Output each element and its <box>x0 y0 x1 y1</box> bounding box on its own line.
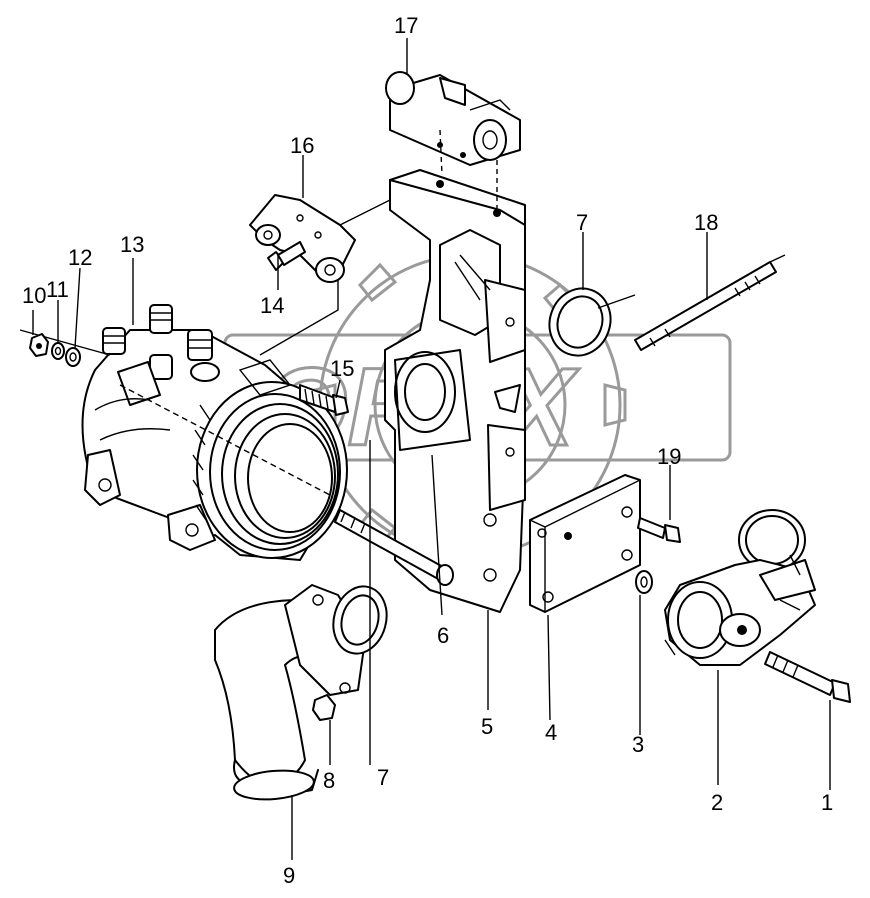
callout-19: 19 <box>657 444 681 469</box>
pipe-elbow-9 <box>214 584 366 801</box>
callout-17: 17 <box>394 13 418 38</box>
washer-11 <box>51 342 65 360</box>
callout-3: 3 <box>632 732 644 757</box>
callout-16: 16 <box>290 133 314 158</box>
washer-12 <box>65 347 81 367</box>
screw-14 <box>267 241 306 271</box>
callout-5: 5 <box>481 714 493 739</box>
callout-8: 8 <box>323 768 335 793</box>
callout-labels: 1 2 3 4 5 6 7 7 8 9 10 11 12 13 14 15 16… <box>22 13 833 888</box>
plate-4 <box>529 474 641 613</box>
bolt-15 <box>299 384 349 416</box>
belt-tensioner-2 <box>664 509 816 666</box>
bolt-19 <box>637 517 681 543</box>
callout-6: 6 <box>437 623 449 648</box>
callout-9: 9 <box>283 863 295 888</box>
washer-3 <box>635 570 653 594</box>
nut-10 <box>29 333 49 357</box>
callout-2: 2 <box>711 790 723 815</box>
callout-18: 18 <box>694 210 718 235</box>
callout-4: 4 <box>545 720 557 745</box>
callout-14: 14 <box>260 293 284 318</box>
callout-13: 13 <box>120 232 144 257</box>
gasket-7-upper <box>548 287 636 357</box>
callout-12: 12 <box>68 245 92 270</box>
gasket-7-lower <box>332 585 388 655</box>
callout-15: 15 <box>330 356 354 381</box>
callout-11: 11 <box>46 277 69 302</box>
callout-1: 1 <box>821 790 833 815</box>
leader-lines <box>32 38 831 860</box>
callout-7-upper: 7 <box>576 210 588 235</box>
callout-10: 10 <box>22 283 46 308</box>
top-bracket-17 <box>385 71 521 210</box>
nut-8 <box>312 694 336 721</box>
mounting-bracket <box>384 169 526 613</box>
stud-18 <box>634 254 786 351</box>
ac-compressor <box>19 304 348 561</box>
small-bracket-16 <box>249 194 391 356</box>
callout-7-lower: 7 <box>377 765 389 790</box>
bolt-1 <box>764 651 851 703</box>
